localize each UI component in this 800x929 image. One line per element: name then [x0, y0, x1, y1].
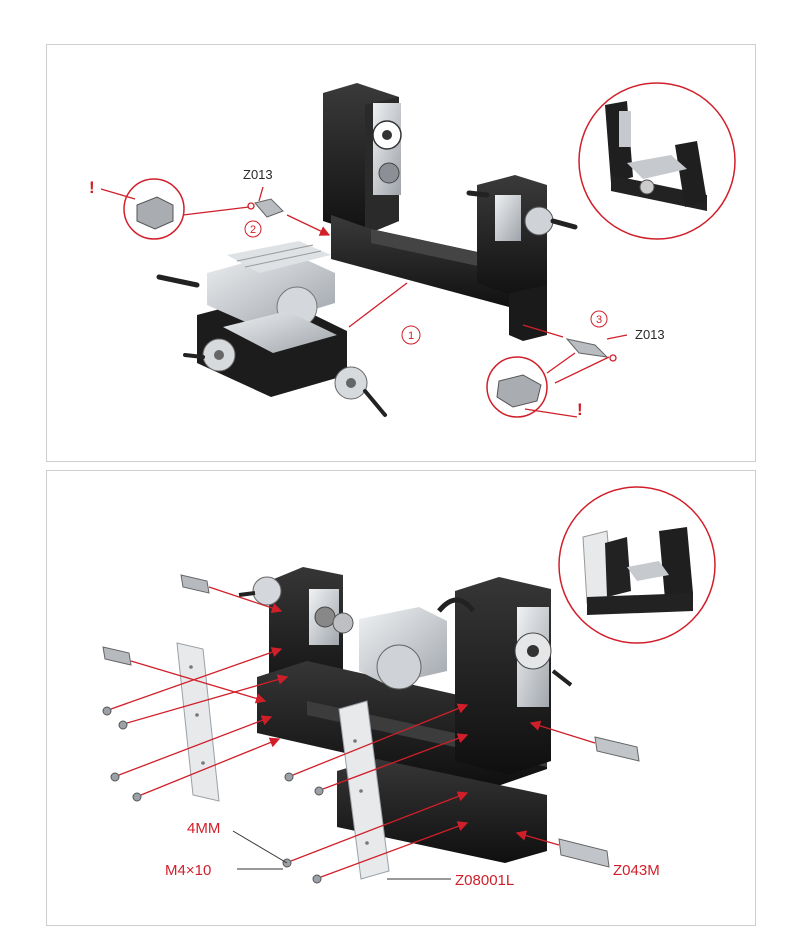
step-marker-3: 3	[590, 310, 608, 328]
svg-text:1: 1	[408, 330, 414, 342]
label-leaders	[232, 830, 451, 880]
detail-circle-upper-left	[123, 178, 185, 240]
label-z08001l: Z08001L	[455, 872, 514, 889]
tailstock-handwheel	[524, 206, 554, 236]
key-bars	[102, 574, 640, 868]
label-m4x10: M4×10	[165, 862, 211, 879]
lathe-frame-vertical	[238, 567, 573, 863]
step-marker-2: 2	[244, 220, 262, 238]
leader-lines	[100, 186, 628, 418]
assembly-step-panel-bottom: 4MM M4×10 Z08001L Z043M	[46, 470, 756, 926]
cross-slide-table	[156, 241, 387, 417]
rotary-dial	[376, 644, 422, 690]
key-part-z013-lower	[565, 338, 609, 358]
warning-mark-upper: !	[89, 178, 95, 197]
part-label-z013-lower: Z013	[635, 327, 665, 342]
screws	[102, 706, 324, 884]
top-assembly-diagram: ! Z013 2 1 3 Z013 !	[89, 82, 736, 419]
assembly-step-panel-top: ! Z013 2 1 3 Z013 !	[46, 44, 756, 462]
detail-circle-assembled	[578, 82, 736, 240]
detail-circle-assembled	[558, 486, 716, 644]
step-marker-1: 1	[401, 325, 421, 345]
bottom-assembly-diagram: 4MM M4×10 Z08001L Z043M	[102, 486, 716, 889]
plate-z08001l-right	[338, 700, 390, 880]
key-part-z013-upper	[254, 198, 284, 218]
part-label-z013-upper: Z013	[243, 167, 273, 182]
tailstock-plate	[495, 195, 521, 241]
label-z043m: Z043M	[613, 862, 660, 879]
svg-text:2: 2	[250, 224, 256, 236]
warning-mark-lower: !	[577, 400, 583, 419]
assembly-arrows	[110, 586, 596, 878]
detail-circle-lower-right	[486, 356, 548, 418]
lathe-bed	[323, 83, 578, 341]
label-4mm: 4MM	[187, 820, 220, 837]
svg-text:3: 3	[596, 314, 602, 326]
